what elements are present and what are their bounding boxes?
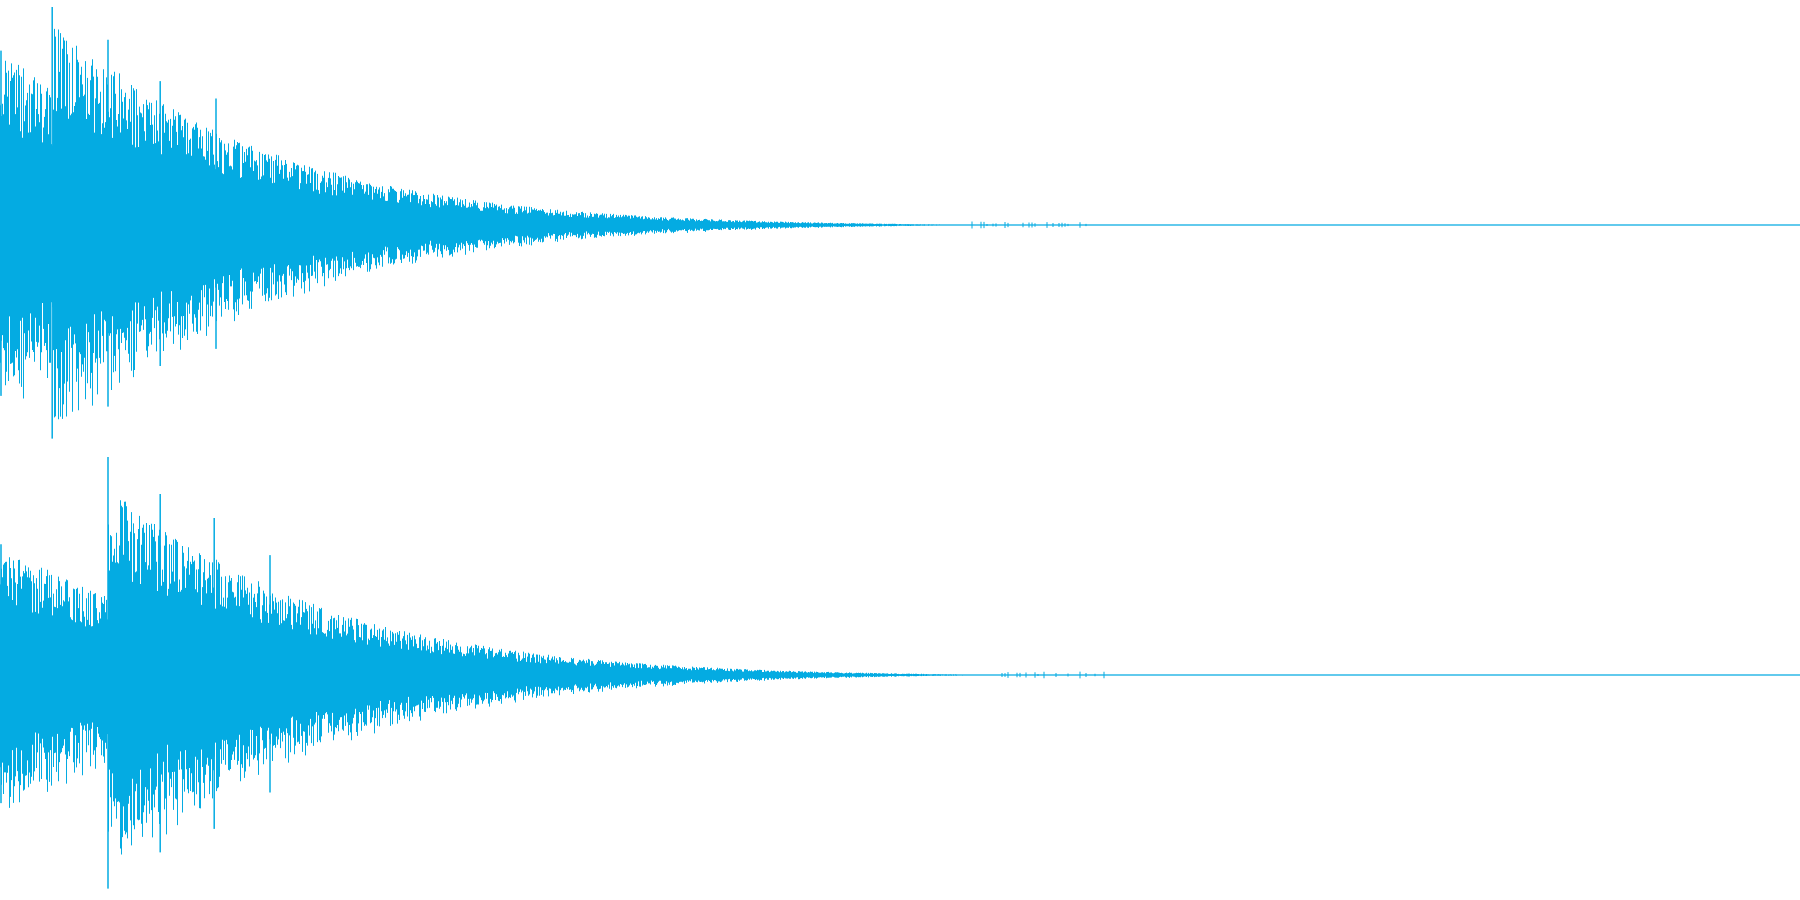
- waveform-samples: [0, 500, 1105, 855]
- channel-1-waveform[interactable]: [0, 7, 1800, 439]
- channel-2-waveform[interactable]: [0, 457, 1800, 889]
- waveform-samples: [0, 28, 1087, 420]
